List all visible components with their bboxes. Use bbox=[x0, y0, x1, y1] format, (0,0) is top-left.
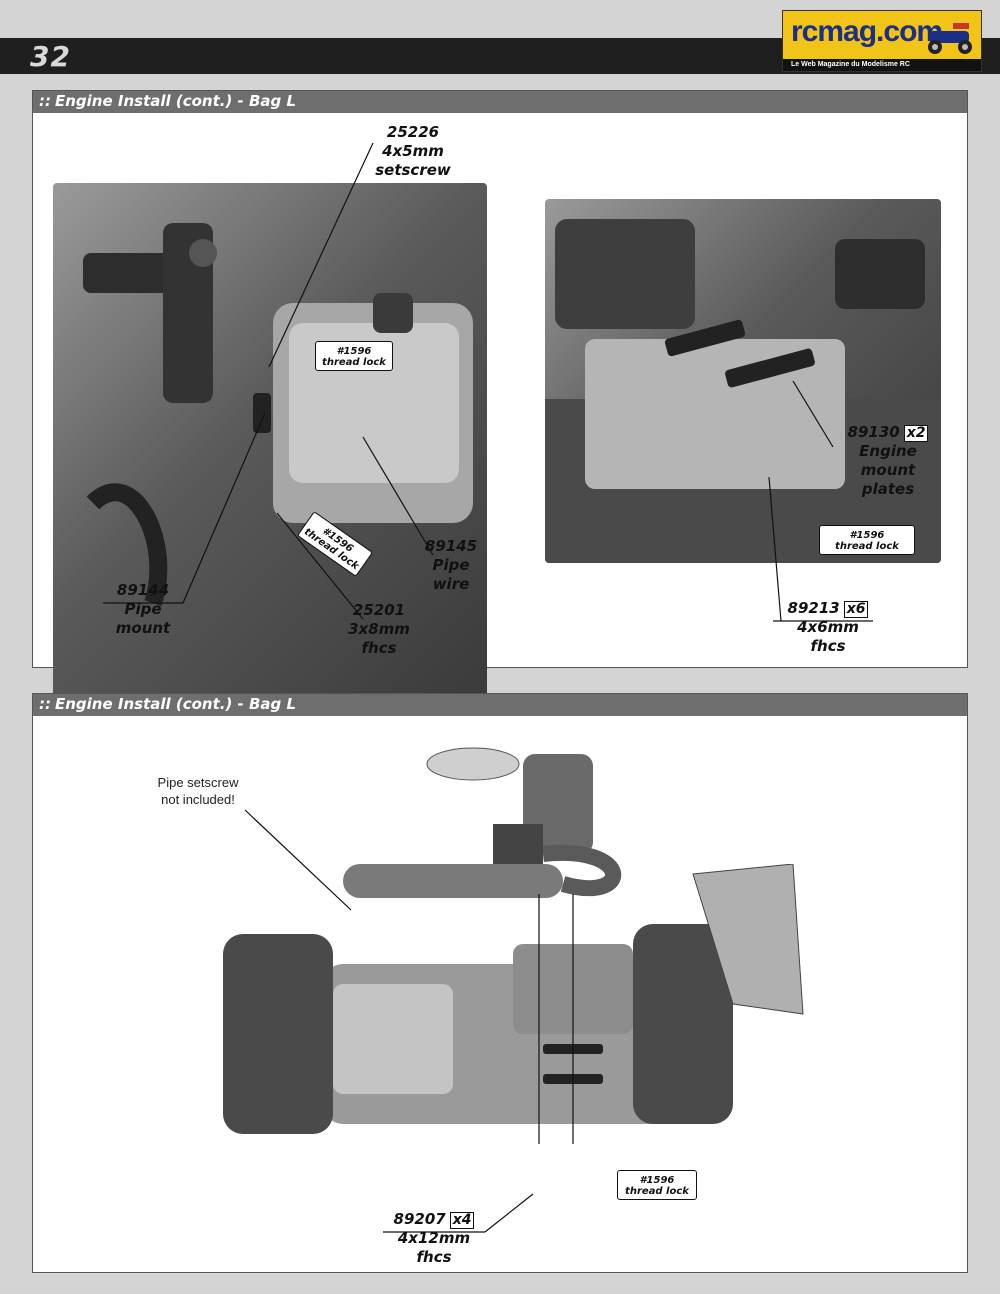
section-engine-install-2: ::Engine Install (cont.) - Bag L Pipe se… bbox=[32, 693, 968, 1273]
chassis-closeup-photo-right bbox=[545, 199, 941, 563]
callout-25226-setscrew: 25226 4x5mm setscrew bbox=[375, 123, 451, 179]
full-buggy-illustration bbox=[223, 864, 804, 1134]
page-number: 32 bbox=[30, 40, 71, 73]
thread-lock-tube-5: #1596 thread lock bbox=[617, 1170, 697, 1200]
car-logo-icon bbox=[928, 23, 972, 54]
thread-lock-tube-1: #1596 thread lock bbox=[315, 341, 393, 371]
thread-lock-tube-3: #1596 thread lock bbox=[819, 525, 915, 555]
callout-89145-pipe-wire: 89145 Pipe wire bbox=[424, 537, 478, 593]
section-header: ::Engine Install (cont.) - Bag L bbox=[33, 694, 967, 716]
logo-subtitle: Le Web Magazine du Modelisme RC bbox=[783, 59, 981, 71]
section-engine-install-1: ::Engine Install (cont.) - Bag L 25226 4… bbox=[32, 90, 968, 707]
callout-89144-pipe-mount: 89144 Pipe mount bbox=[115, 581, 171, 637]
section-header: ::Engine Install (cont.) - Bag L bbox=[33, 91, 967, 113]
rcmag-logo[interactable]: rcmag.com Le Web Magazine du Modelisme R… bbox=[782, 10, 982, 72]
section-title: ::Engine Install (cont.) - Bag L bbox=[39, 695, 297, 713]
logo-text: rcmag.com bbox=[791, 15, 943, 48]
callout-25201-fhcs: 25201 3x8mm fhcs bbox=[348, 601, 410, 657]
engine-and-pipe-illustration bbox=[343, 747, 622, 898]
pipe-setscrew-note: Pipe setscrew not included! bbox=[157, 775, 239, 807]
section-title: ::Engine Install (cont.) - Bag L bbox=[39, 92, 297, 110]
